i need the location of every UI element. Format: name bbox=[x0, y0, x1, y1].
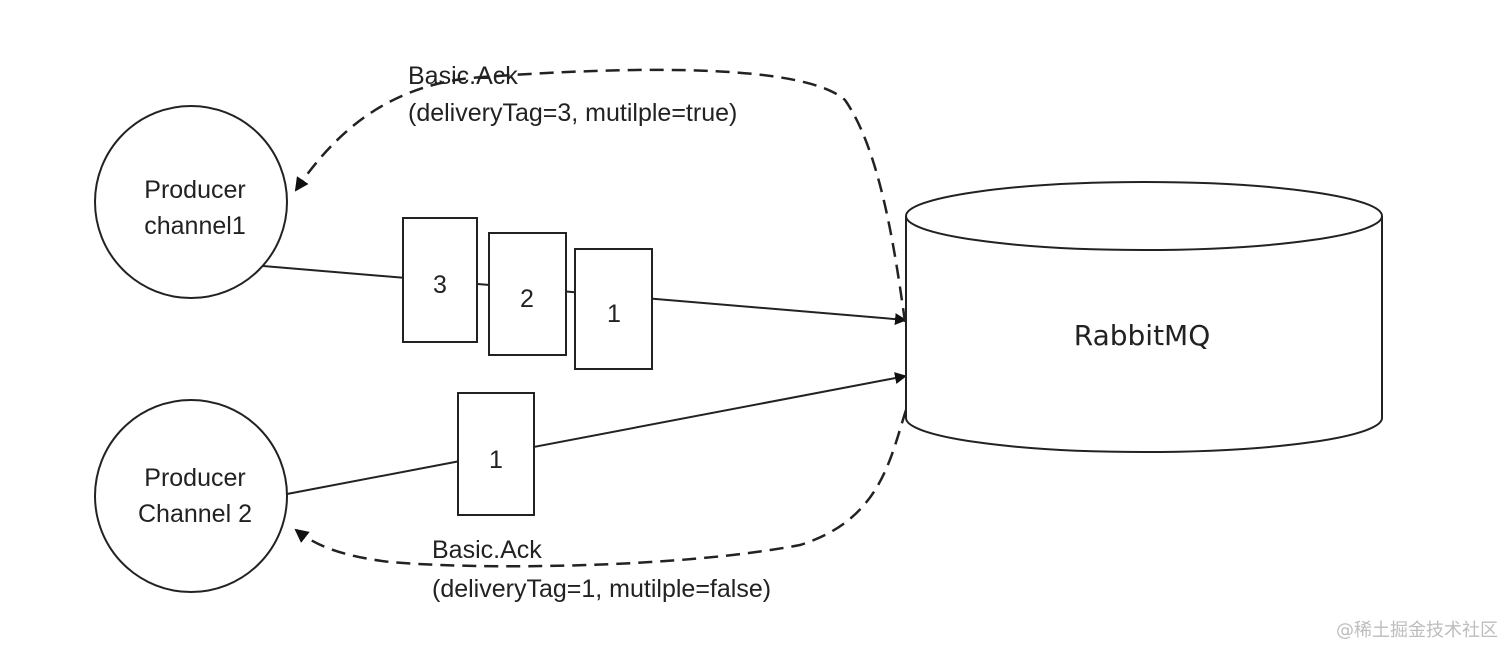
rabbitmq-broker-node: RabbitMQ bbox=[905, 181, 1383, 453]
ack2-title: Basic.Ack bbox=[432, 536, 542, 564]
message-label: 1 bbox=[489, 446, 503, 474]
ack1-detail: (deliveryTag=3, mutilple=true) bbox=[408, 99, 737, 127]
channel2-publish-line bbox=[286, 372, 907, 495]
producer-channel2-line1: Producer bbox=[144, 464, 245, 492]
producer-channel1-node: Producer channel1 bbox=[94, 105, 288, 299]
ack1-arrow bbox=[294, 68, 907, 323]
message-label: 3 bbox=[433, 271, 447, 299]
ack2-detail: (deliveryTag=1, mutilple=false) bbox=[432, 575, 771, 603]
rabbitmq-label: RabbitMQ bbox=[1074, 319, 1211, 352]
message-label: 1 bbox=[607, 300, 621, 328]
producer-channel1-line1: Producer bbox=[144, 176, 245, 204]
producer-channel2-node: Producer Channel 2 bbox=[94, 399, 288, 593]
producer-channel1-line2: channel1 bbox=[144, 212, 245, 240]
producer-channel2-line2: Channel 2 bbox=[138, 500, 252, 528]
watermark: @稀土掘金技术社区 bbox=[1336, 620, 1498, 641]
ack2-arrow bbox=[294, 409, 908, 568]
channel1-message-3: 3 bbox=[402, 217, 478, 343]
channel1-message-2: 2 bbox=[488, 232, 567, 356]
channel2-message-1: 1 bbox=[457, 392, 535, 516]
ack1-title: Basic.Ack bbox=[408, 62, 518, 90]
message-label: 2 bbox=[520, 285, 534, 313]
channel1-message-1: 1 bbox=[574, 248, 653, 370]
